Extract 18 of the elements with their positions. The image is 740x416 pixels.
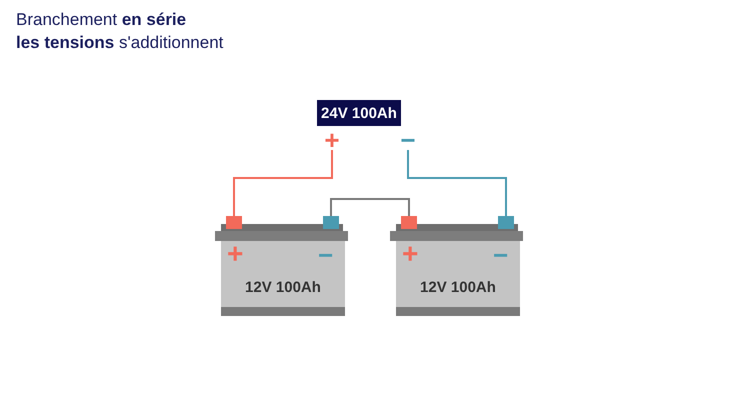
battery-terminal <box>226 216 242 229</box>
plus-sign: + <box>227 240 244 268</box>
battery-terminal <box>323 216 339 229</box>
battery-label: 12V 100Ah <box>244 280 322 295</box>
wire <box>330 198 410 216</box>
battery-label: 12V 100Ah <box>419 280 497 295</box>
wire <box>407 150 507 216</box>
battery-terminal <box>498 216 514 229</box>
voltage-label: 24V 100Ah <box>317 100 401 126</box>
title: Branchement en série <box>16 10 186 30</box>
battery-terminal <box>401 216 417 229</box>
subtitle: les tensions s'additionnent <box>16 33 224 53</box>
minus-sign: − <box>397 130 419 150</box>
wire <box>233 150 333 216</box>
minus-sign: − <box>493 242 508 268</box>
minus-sign: − <box>318 242 334 268</box>
plus-sign: + <box>402 240 418 268</box>
plus-sign: + <box>321 130 343 150</box>
